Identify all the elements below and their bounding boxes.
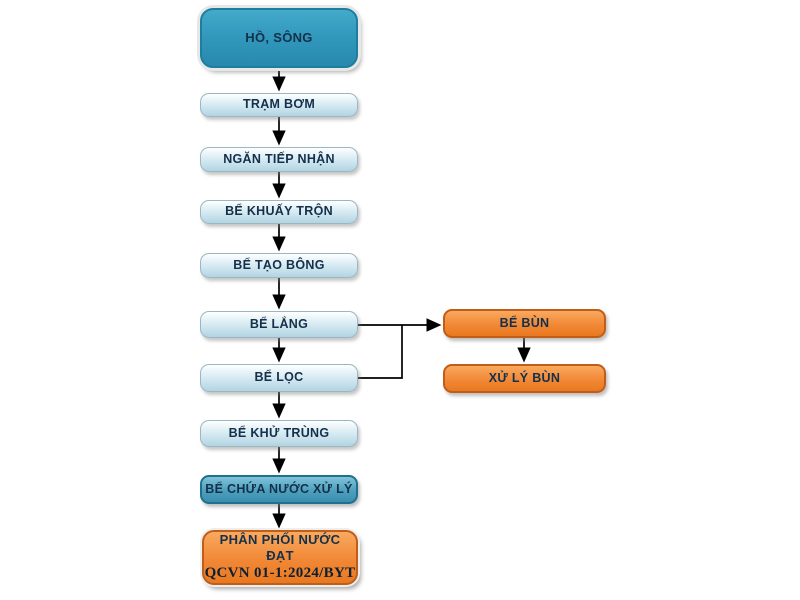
flow-box-label: BỂ CHỨA NƯỚC XỬ LÝ <box>205 481 353 496</box>
flow-box-filter-tank: BỂ LỌC <box>200 364 358 392</box>
flow-box-distribution: PHÂN PHỐI NƯỚC ĐẠT QCVN 01-1:2024/BYT <box>202 530 358 585</box>
flow-box-label: BỂ KHỬ TRÙNG <box>228 425 330 440</box>
flow-box-label: TRẠM BƠM <box>242 97 316 112</box>
flow-box-pump-station: TRẠM BƠM <box>200 93 358 117</box>
flow-box-mixing-tank: BỂ KHUẤY TRỘN <box>200 200 358 224</box>
flow-box-source: HỒ, SÔNG <box>200 8 358 68</box>
flow-box-label: BỂ BÙN <box>499 315 550 330</box>
flow-box-label: BỂ TẠO BÔNG <box>233 257 325 272</box>
flow-box-label: NGĂN TIẾP NHẬN <box>223 151 335 166</box>
flow-box-label-line2: QCVN 01-1:2024/BYT <box>204 565 356 582</box>
flow-box-treated-water-tank: BỂ CHỨA NƯỚC XỬ LÝ <box>200 475 358 504</box>
flow-box-sedimentation-tank: BỂ LẮNG <box>200 311 358 338</box>
flow-box-sludge-treatment: XỬ LÝ BÙN <box>443 364 606 393</box>
flow-box-label: BỂ KHUẤY TRỘN <box>225 204 333 219</box>
flow-box-disinfection-tank: BỂ KHỬ TRÙNG <box>200 420 358 447</box>
flow-box-label: HỒ, SÔNG <box>245 29 313 45</box>
flow-box-label: XỬ LÝ BÙN <box>488 370 561 385</box>
flow-box-flocculation-tank: BỂ TẠO BÔNG <box>200 253 358 278</box>
flow-box-receiving-chamber: NGĂN TIẾP NHẬN <box>200 147 358 172</box>
flow-box-label: BỂ LẮNG <box>249 316 309 331</box>
flow-box-label: BỂ LỌC <box>254 370 304 385</box>
flow-box-sludge-tank: BỂ BÙN <box>443 309 606 338</box>
flow-box-label-line1: PHÂN PHỐI NƯỚC ĐẠT <box>219 531 341 564</box>
